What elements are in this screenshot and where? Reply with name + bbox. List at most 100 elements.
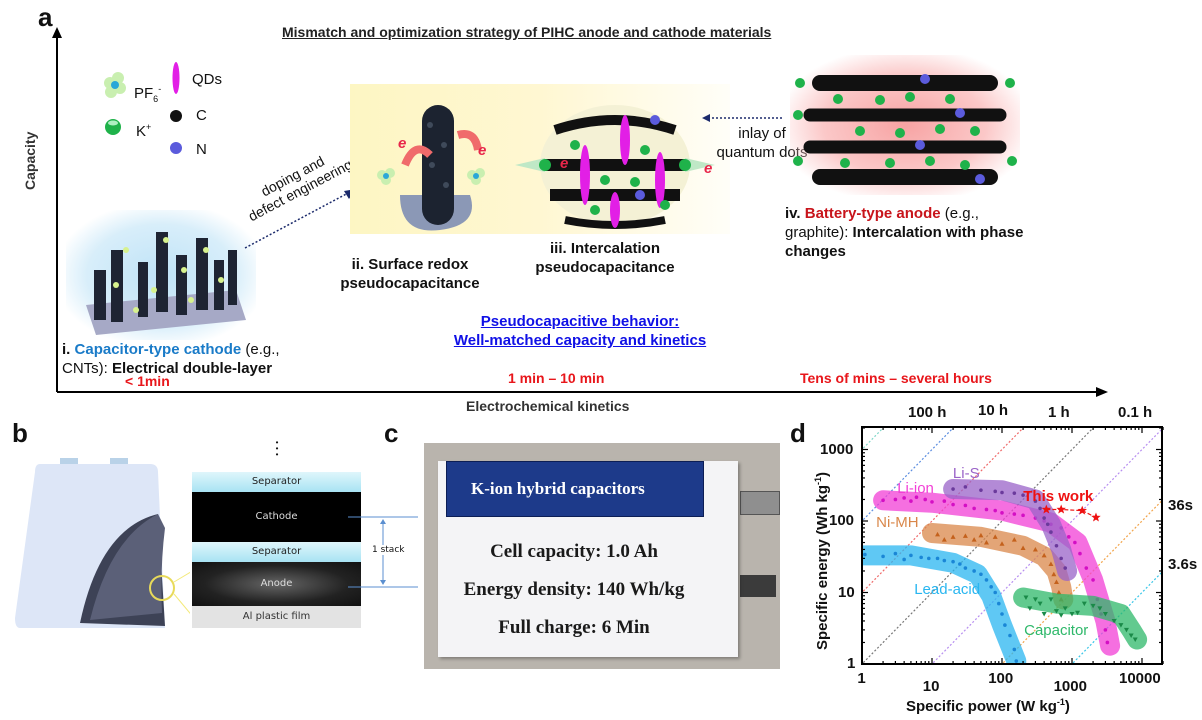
data-point-lead-acid	[1003, 623, 1007, 627]
stage-iii-label: iii. Intercalation pseudocapacitance	[530, 239, 680, 277]
data-point-li-ion	[963, 503, 968, 508]
data-point-ni-mh	[1053, 579, 1059, 585]
data-point-lead-acid	[979, 572, 983, 577]
data-point-ni-mh	[999, 541, 1005, 546]
x-tick-label: 1000	[1053, 678, 1087, 695]
this-work-series	[1041, 504, 1101, 522]
data-point-capacitor	[1081, 601, 1087, 607]
this-work-star	[1056, 504, 1066, 514]
data-point-capacitor	[1102, 612, 1108, 617]
data-point-lead-acid	[989, 585, 993, 589]
panel-a-title: Mismatch and optimization strategy of PI…	[282, 24, 772, 40]
data-point-ni-mh	[1048, 561, 1054, 567]
data-point-ni-mh	[1041, 552, 1047, 558]
pseudo-line1: Pseudocapacitive behavior:	[480, 313, 680, 330]
kinetics-axis-label: Electrochemical kinetics	[466, 398, 630, 414]
axis-ticks	[861, 427, 1164, 665]
data-point-capacitor	[1075, 610, 1081, 616]
y-axis-title-main: Specific energy (Wh kg	[814, 484, 831, 650]
layer-cathode: Cathode	[192, 492, 361, 542]
stage-iv-mechanism: Intercalation with phase	[852, 224, 1024, 241]
data-point-lead-acid	[926, 556, 931, 561]
one-stack-label: 1 stack	[372, 545, 405, 555]
x-tick-label: 10	[922, 678, 940, 695]
x-tick-label: 100	[988, 670, 1014, 687]
data-point-li-ion	[1078, 551, 1082, 556]
quantum-dot-icon	[172, 62, 180, 94]
panel-a-axes	[52, 27, 1108, 397]
kihc-cell-photo: K-ion hybrid capacitors Cell capacity: 1…	[424, 443, 780, 669]
data-point-li-ion	[993, 508, 998, 513]
data-point-lead-acid	[972, 569, 976, 573]
time-range-slow: Tens of mins – several hours	[800, 370, 992, 386]
data-point-ni-mh	[962, 533, 968, 538]
region-band-li-s	[943, 479, 1078, 581]
this-work-line	[1046, 508, 1097, 519]
data-point-li-s	[1049, 530, 1053, 534]
data-point-li-ion	[1073, 540, 1077, 545]
data-point-ni-mh	[992, 534, 998, 539]
data-point-capacitor	[1090, 603, 1096, 609]
carbon-atom-icon	[170, 110, 182, 122]
data-point-li-ion	[951, 502, 955, 507]
plot-frame	[861, 426, 1163, 665]
region-label-lead-acid: Lead-acid	[914, 580, 981, 598]
data-point-lead-acid	[893, 551, 898, 556]
this-work-star	[1077, 505, 1087, 515]
data-point-lead-acid	[951, 559, 955, 564]
data-point-ni-mh	[1032, 546, 1038, 552]
cell-tab-top	[740, 491, 780, 515]
data-point-lead-acid	[942, 558, 947, 563]
stage-i-label: i. Capacitor-type cathode (e.g., CNTs): …	[62, 340, 322, 378]
stage-ii-line2: pseudocapacitance	[340, 275, 480, 292]
data-point-capacitor	[1123, 627, 1129, 633]
data-point-lead-acid	[935, 556, 940, 561]
time-range-medium: 1 min – 10 min	[508, 370, 605, 386]
data-point-li-ion	[881, 498, 885, 503]
data-point-ni-mh	[935, 531, 941, 537]
data-point-ni-mh	[950, 534, 956, 539]
data-point-li-s	[979, 488, 983, 492]
data-point-li-ion	[1103, 628, 1108, 632]
top-time-label: 100 h	[908, 404, 947, 421]
data-point-li-ion	[1084, 566, 1089, 570]
stage-i-prefix: i.	[62, 341, 75, 358]
data-point-capacitor	[1058, 613, 1064, 618]
data-point-li-ion	[1021, 513, 1025, 518]
stage-iv-line3: changes	[785, 243, 846, 260]
nitrogen-atom-icon	[170, 142, 182, 154]
full-charge-spec: Full charge: 6 Min	[498, 617, 650, 638]
x-tick-label: 10000	[1119, 670, 1161, 687]
data-point-ni-mh	[1011, 537, 1017, 542]
data-point-lead-acid	[963, 566, 968, 570]
y-tick-label: 1000	[820, 440, 854, 458]
data-point-li-ion	[942, 499, 947, 503]
region-band-capacitor	[1013, 587, 1148, 650]
data-point-capacitor	[1097, 606, 1103, 611]
region-label-ni-mh: Ni-MH	[876, 513, 919, 531]
data-point-li-ion	[1105, 640, 1110, 645]
pf6-ion-right	[467, 168, 485, 185]
cell-label-header-text: K-ion hybrid capacitors	[471, 479, 645, 498]
region-band-lead-acid	[862, 545, 1027, 664]
capacity-axis-arrow	[52, 27, 62, 38]
inlay-label-line1: inlay of	[738, 125, 786, 142]
data-point-li-s	[1033, 499, 1038, 503]
data-point-capacitor	[1128, 633, 1134, 639]
data-point-capacitor	[1062, 606, 1068, 611]
data-point-capacitor	[1048, 597, 1054, 602]
pseudocapacitive-behavior-note: Pseudocapacitive behavior: Well-matched …	[430, 312, 730, 350]
data-point-li-s	[1045, 522, 1050, 527]
data-point-capacitor	[1118, 623, 1124, 628]
x-axis-title: Specific power (W kg-1)	[906, 697, 1070, 715]
data-point-li-ion	[909, 499, 913, 503]
stage-i-example: CNTs):	[62, 360, 112, 377]
y-axis-title: Specific energy (Wh kg-1)	[813, 472, 831, 650]
discharge-time-lines	[862, 427, 1162, 664]
region-label-capacitor: Capacitor	[1024, 621, 1089, 639]
carbon-label: C	[196, 107, 207, 124]
electron-label-iii-right: e	[704, 160, 713, 177]
data-point-lead-acid	[909, 553, 913, 558]
stage-iv-prefix: iv.	[785, 205, 805, 222]
